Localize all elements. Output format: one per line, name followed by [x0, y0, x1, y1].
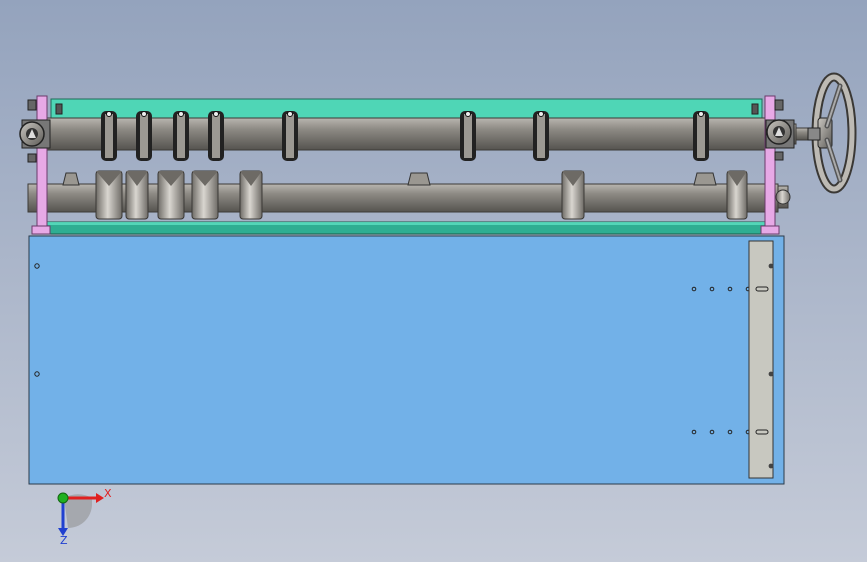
bottom-shaft-collars — [95, 170, 748, 220]
x-axis-label: X — [104, 487, 112, 500]
right-bearing-unit[interactable] — [765, 99, 795, 161]
top-shaft[interactable] — [39, 117, 829, 151]
z-axis-label: Z — [60, 534, 68, 547]
shaft-collar — [239, 170, 263, 220]
shaft-ring — [208, 111, 224, 161]
top-shaft-rings — [101, 111, 709, 161]
shaft-ring — [173, 111, 189, 161]
coordinate-triad: X Z — [57, 487, 112, 547]
shaft-collar — [157, 170, 185, 220]
tab-bracket — [62, 172, 717, 186]
shaft-collar — [726, 170, 748, 220]
side-plate-slot — [755, 429, 769, 435]
shaft-collar — [125, 170, 149, 220]
shaft-ring — [136, 111, 152, 161]
shaft-collar — [561, 170, 585, 220]
side-plate-hole — [768, 463, 774, 469]
end-screws — [55, 103, 759, 115]
shaft-collar — [191, 170, 219, 220]
lower-guard-bar[interactable] — [46, 221, 766, 235]
hole-row-lower — [691, 429, 751, 435]
base-plate[interactable] — [28, 235, 785, 485]
mounting-hole — [34, 263, 40, 269]
side-plate-hole — [768, 263, 774, 269]
shaft-collar — [95, 170, 123, 220]
left-frame-bracket[interactable] — [31, 95, 51, 235]
right-frame-bracket[interactable] — [760, 95, 780, 235]
bottom-shaft[interactable] — [27, 183, 791, 213]
shaft-ring — [282, 111, 298, 161]
mounting-hole — [34, 371, 40, 377]
shaft-ring — [533, 111, 549, 161]
shaft-ring — [101, 111, 117, 161]
left-bearing-unit[interactable] — [19, 99, 51, 163]
handwheel-icon[interactable] — [807, 72, 857, 194]
side-plate-slot — [755, 286, 769, 292]
side-plate[interactable] — [748, 240, 774, 479]
side-plate-hole — [768, 371, 774, 377]
shaft-ring — [460, 111, 476, 161]
shaft-ring — [693, 111, 709, 161]
